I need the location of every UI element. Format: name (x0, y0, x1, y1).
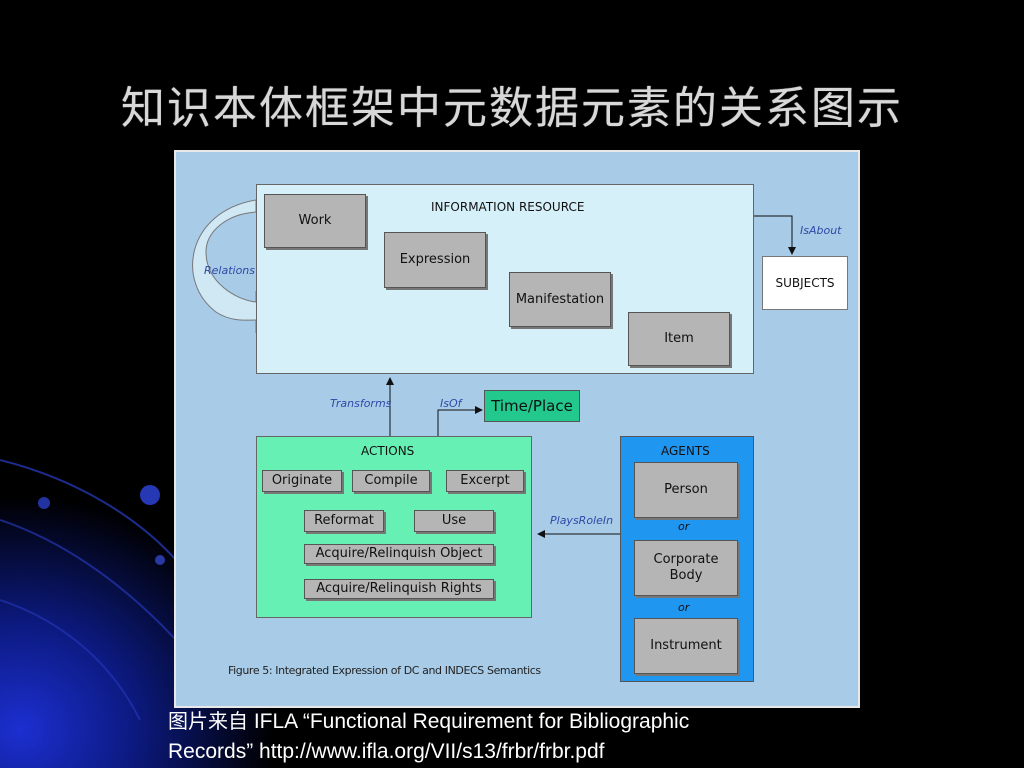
label-plays-role-in: PlaysRoleIn (550, 514, 614, 527)
action-acquire-relinquish-object: Acquire/Relinquish Object (304, 544, 494, 564)
source-citation: 图片来自 IFLA “Functional Requirement for Bi… (168, 706, 868, 767)
label-or-1: or (678, 520, 690, 533)
source-prefix: 图片来自 (168, 709, 248, 733)
label-transforms: Transforms (330, 397, 392, 410)
actions-header: ACTIONS (361, 444, 415, 458)
agent-corporate-line1: Corporate (653, 552, 719, 567)
label-relations: Relations (204, 264, 256, 277)
source-line2: Records” http://www.ifla.org/VII/s13/frb… (168, 740, 605, 763)
time-place-box: Time/Place (484, 390, 580, 422)
action-excerpt: Excerpt (446, 470, 524, 492)
action-use: Use (414, 510, 494, 532)
slide-title: 知识本体框架中元数据元素的关系图示 (121, 83, 903, 134)
agent-instrument: Instrument (634, 618, 738, 674)
label-or-2: or (678, 601, 690, 614)
agent-corporate-body: Corporate Body (634, 540, 738, 596)
entity-expression: Expression (384, 232, 486, 288)
label-is-of: IsOf (440, 397, 462, 410)
action-originate: Originate (262, 470, 342, 492)
agent-person: Person (634, 462, 738, 518)
source-line1: IFLA “Functional Requirement for Bibliog… (248, 710, 690, 733)
agent-person-label: Person (664, 482, 708, 497)
action-compile: Compile (352, 470, 430, 492)
action-reformat: Reformat (304, 510, 384, 532)
figure-caption: Figure 5: Integrated Expression of DC an… (228, 664, 541, 677)
agents-header: AGENTS (661, 444, 710, 458)
action-acquire-relinquish-rights: Acquire/Relinquish Rights (304, 579, 494, 599)
entity-work: Work (264, 194, 366, 248)
agent-instrument-label: Instrument (650, 638, 722, 653)
entity-item: Item (628, 312, 730, 366)
subjects-box: SUBJECTS (762, 256, 848, 310)
agent-corporate-line2: Body (669, 568, 703, 583)
information-resource-header: INFORMATION RESOURCE (431, 200, 585, 214)
diagram-figure: INFORMATION RESOURCE Work Expression Man… (174, 150, 860, 708)
entity-manifestation: Manifestation (509, 272, 611, 327)
label-is-about: IsAbout (800, 224, 842, 237)
